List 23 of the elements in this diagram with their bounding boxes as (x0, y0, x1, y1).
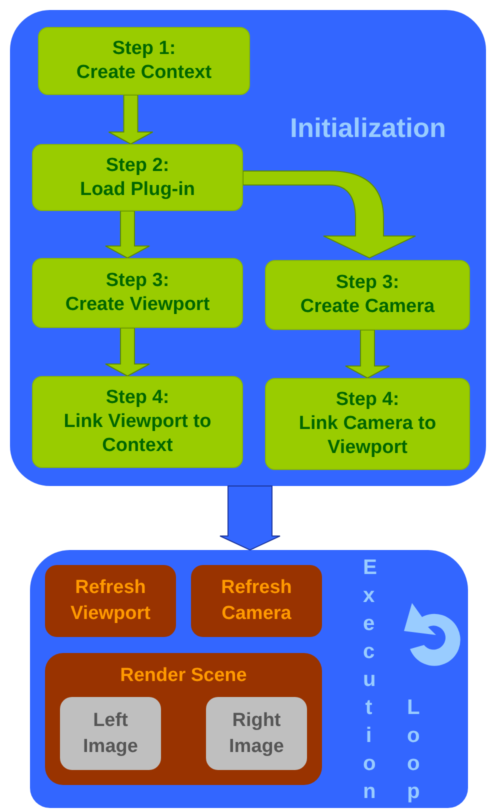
stage-panel (10, 10, 486, 486)
block-arrow (242, 170, 416, 258)
image-box: Right Image (206, 697, 307, 770)
block-arrow (108, 94, 154, 145)
step-box: Step 3: Create Camera (265, 260, 470, 330)
step-box: Step 2: Load Plug-in (32, 144, 243, 211)
task-box: Refresh Viewport (45, 565, 176, 637)
block-arrow (345, 330, 390, 379)
image-box: Left Image (60, 697, 161, 770)
step-box: Step 3: Create Viewport (32, 258, 243, 328)
block-arrow (105, 328, 150, 377)
task-box: Refresh Camera (191, 565, 322, 637)
step-box: Step 4: Link Viewport to Context (32, 376, 243, 468)
vertical-stage-title: Execution (363, 555, 375, 805)
vertical-stage-title: Loop (407, 695, 419, 805)
step-box: Step 1: Create Context (38, 27, 250, 95)
stage-panel (30, 550, 468, 808)
block-arrow (220, 486, 280, 551)
group-title: Render Scene (119, 664, 248, 688)
block-arrow (105, 210, 150, 259)
step-box: Step 4: Link Camera to Viewport (265, 378, 470, 470)
stage-title: Initialization (290, 112, 446, 145)
group-box (45, 653, 322, 785)
